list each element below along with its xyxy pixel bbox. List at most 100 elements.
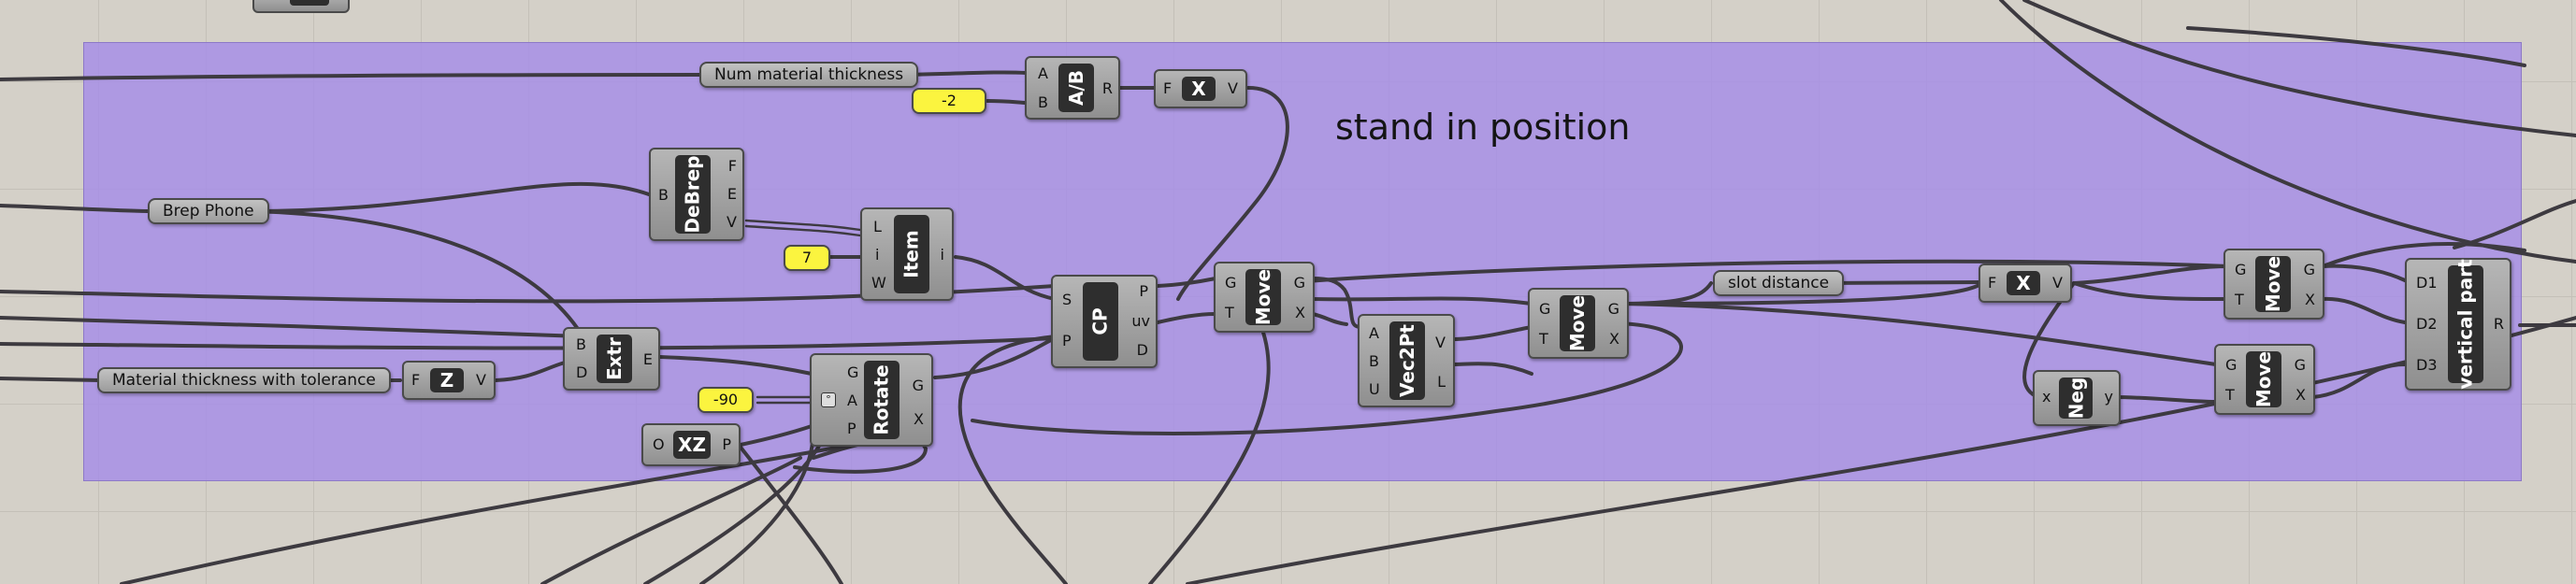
component-move-3[interactable]: G T Move G X: [2223, 249, 2324, 320]
output-p[interactable]: P: [722, 435, 731, 453]
component-debrep[interactable]: B DeBrep F E V: [649, 148, 744, 241]
output-v[interactable]: V: [1435, 334, 1446, 351]
output-v[interactable]: V: [1228, 79, 1238, 97]
input-o[interactable]: O: [653, 435, 665, 453]
component-extrude[interactable]: B D Extr E: [563, 327, 660, 391]
component-vertical-part-cluster[interactable]: D1 D2 D3 vertical part R: [2405, 258, 2511, 391]
output-v[interactable]: V: [476, 371, 486, 389]
component-unit-z[interactable]: F Z V: [402, 361, 496, 400]
input-t[interactable]: T: [2235, 291, 2244, 308]
offscreen-component-stub[interactable]: [252, 0, 350, 13]
component-core: [290, 0, 329, 6]
output-e[interactable]: E: [727, 185, 737, 203]
input-s[interactable]: S: [1062, 291, 1072, 308]
input-d2[interactable]: D2: [2416, 315, 2438, 333]
output-g[interactable]: G: [912, 377, 924, 394]
output-v[interactable]: V: [2052, 274, 2063, 292]
output-g[interactable]: G: [2294, 356, 2306, 374]
input-t[interactable]: T: [2225, 386, 2235, 404]
input-b[interactable]: B: [576, 335, 586, 353]
output-x[interactable]: X: [2305, 291, 2315, 308]
input-l[interactable]: L: [873, 218, 882, 235]
input-x[interactable]: x: [2042, 388, 2051, 406]
component-rotate[interactable]: G ° A P Rotate G X: [810, 353, 933, 447]
component-core: Move: [1245, 269, 1281, 325]
component-closest-point[interactable]: S P CP P uv D: [1051, 275, 1158, 368]
input-d1[interactable]: D1: [2416, 274, 2438, 292]
component-multiply-top[interactable]: F X V: [1154, 69, 1247, 108]
output-x[interactable]: X: [1295, 304, 1305, 321]
param-num-material-thickness[interactable]: Num material thickness: [699, 62, 919, 88]
output-y[interactable]: y: [2104, 388, 2113, 406]
group-title: stand in position: [1335, 107, 1631, 148]
output-d[interactable]: D: [1136, 341, 1148, 359]
component-list-item[interactable]: L i W Item i: [860, 207, 954, 301]
component-move-1[interactable]: G T Move G X: [1214, 262, 1315, 333]
component-core: Move: [2246, 351, 2281, 407]
component-core: Extr: [597, 335, 632, 383]
input-f[interactable]: F: [411, 371, 421, 389]
input-g[interactable]: G: [2225, 356, 2238, 374]
input-f[interactable]: F: [1988, 274, 1997, 292]
component-core: DeBrep: [675, 155, 711, 234]
param-slot-distance[interactable]: slot distance: [1713, 270, 1845, 296]
input-w[interactable]: W: [871, 274, 886, 292]
component-core: X: [1182, 77, 1216, 101]
component-multiply-slot[interactable]: F X V: [1979, 264, 2072, 303]
component-core: Rotate: [864, 361, 899, 439]
input-i[interactable]: i: [875, 246, 880, 264]
input-p[interactable]: P: [847, 420, 856, 437]
input-t[interactable]: T: [1225, 304, 1234, 321]
input-g[interactable]: G: [1539, 300, 1551, 318]
input-g[interactable]: G: [847, 363, 859, 381]
output-x[interactable]: X: [1609, 330, 1619, 348]
component-core: Vec2Pt: [1389, 321, 1425, 400]
output-g[interactable]: G: [2303, 261, 2315, 278]
input-b[interactable]: B: [1369, 352, 1379, 370]
number-slider-minus-two[interactable]: -2: [912, 88, 986, 114]
component-core: CP: [1083, 282, 1118, 361]
input-p[interactable]: P: [1062, 332, 1072, 349]
component-division[interactable]: A B A/B R: [1025, 56, 1120, 120]
output-e[interactable]: E: [642, 350, 653, 368]
output-l[interactable]: L: [1437, 373, 1446, 391]
component-core: Z: [430, 368, 464, 392]
input-a[interactable]: A: [847, 392, 857, 409]
input-t[interactable]: T: [1539, 330, 1548, 348]
component-core: vertical part: [2448, 259, 2483, 390]
input-a[interactable]: A: [1038, 64, 1048, 82]
output-uv[interactable]: uv: [1131, 312, 1150, 330]
input-f[interactable]: F: [1163, 79, 1173, 97]
input-d[interactable]: D: [576, 363, 588, 381]
component-vec2pt[interactable]: A B U Vec2Pt V L: [1358, 314, 1455, 407]
param-brep-phone[interactable]: Brep Phone: [148, 198, 269, 224]
input-g[interactable]: G: [1225, 274, 1237, 292]
output-x[interactable]: X: [2295, 386, 2306, 404]
output-p[interactable]: P: [1139, 282, 1148, 300]
input-b[interactable]: B: [1038, 93, 1048, 111]
component-core: Neg: [2059, 377, 2093, 419]
input-a[interactable]: A: [1369, 324, 1379, 342]
output-r[interactable]: R: [2493, 315, 2504, 333]
output-r[interactable]: R: [1101, 79, 1113, 97]
output-f[interactable]: F: [727, 157, 737, 175]
number-slider-minus-ninety[interactable]: -90: [698, 387, 754, 413]
output-x[interactable]: X: [914, 410, 924, 428]
component-move-2[interactable]: G T Move G X: [1528, 288, 1629, 359]
component-core: XZ: [673, 431, 711, 459]
input-g[interactable]: G: [2235, 261, 2247, 278]
param-material-thickness-tolerance[interactable]: Material thickness with tolerance: [97, 367, 391, 393]
component-xz-plane[interactable]: O XZ P: [641, 423, 741, 466]
input-d3[interactable]: D3: [2416, 356, 2438, 374]
input-u[interactable]: U: [1369, 380, 1380, 398]
component-negative[interactable]: x Neg y: [2033, 370, 2121, 426]
output-i[interactable]: i: [940, 246, 944, 264]
output-v[interactable]: V: [727, 213, 737, 231]
component-core: A/B: [1058, 64, 1094, 112]
number-slider-seven[interactable]: 7: [784, 245, 830, 271]
component-move-4[interactable]: G T Move G X: [2214, 344, 2315, 415]
input-b[interactable]: B: [658, 186, 669, 204]
output-g[interactable]: G: [1293, 274, 1305, 292]
output-g[interactable]: G: [1607, 300, 1619, 318]
